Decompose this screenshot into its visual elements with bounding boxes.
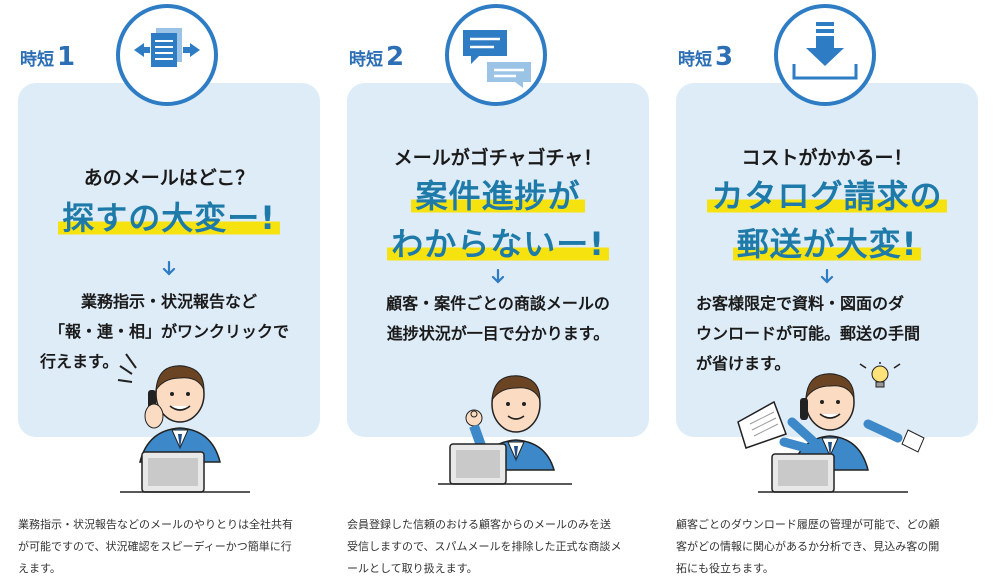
badge-number: 1 (57, 42, 76, 72)
description-line: えます。 (18, 562, 61, 575)
badge-number: 2 (386, 42, 405, 72)
badge-label: 時短 (20, 50, 54, 70)
description-line: 拓にも役立ちます。 (676, 562, 774, 575)
headline-small: メールがゴチャゴチャ！ (393, 147, 603, 169)
benefit-line: ウンロードが可能。郵送の手間 (696, 324, 921, 343)
description-line: 業務指示・状況報告などのメールのやりとりは全社共有 (18, 518, 293, 531)
headline-big-line-2: わからないー! (347, 219, 649, 265)
headline-small: あのメールはどこ？ (83, 167, 255, 189)
description-line: 受信しますので、スパムメールを排除した正式な商談メ (347, 540, 622, 553)
headline-big: 探すの大変ー! (58, 193, 280, 239)
description-line: 会員登録した信頼のおける顧客からのメールのみを送 (347, 518, 611, 531)
headline-big-line-1: 探すの大変ー! (18, 193, 320, 239)
headline-big-line-1: 案件進捗が (347, 171, 649, 217)
chat-bubbles-icon (445, 4, 547, 106)
badge-label: 時短 (678, 50, 712, 70)
headline-big-line-1: カタログ請求の (676, 171, 978, 217)
feature-card-2: メールがゴチャゴチャ！ 案件進捗が わからないー! 顧客・案件ごとの商談メールの… (347, 83, 649, 437)
busy-businessman-illustration (737, 362, 925, 493)
headline-small: コストがかかるー！ (741, 147, 913, 169)
description-line: が可能ですので、状況確認をスピーディーかつ簡単に行 (18, 540, 292, 553)
description-line: 顧客ごとのダウンロード履歴の管理が可能で、どの顧 (676, 518, 940, 531)
headline-big: カタログ請求の (707, 171, 947, 217)
benefit-line: 行えます。 (40, 352, 119, 371)
benefit-text: 業務指示・状況報告など 「報・連・相」がワンクリックで 行えます。 (18, 287, 320, 377)
benefit-line: 進捗状況が一目で分かります。 (386, 324, 610, 343)
description-line: 客がどの情報に関心があるか分析でき、見込み客の開 (676, 540, 940, 553)
badge-label: 時短 (349, 50, 383, 70)
benefit-line: が省けます。 (696, 354, 791, 373)
headline-big: 案件進捗が (411, 171, 585, 217)
down-arrow-icon (676, 268, 978, 289)
feature-description-1: 業務指示・状況報告などのメールのやりとりは全社共有 が可能ですので、状況確認をス… (18, 514, 330, 580)
feature-description-3: 顧客ごとのダウンロード履歴の管理が可能で、どの顧 客がどの情報に関心があるか分析… (676, 514, 988, 580)
document-transfer-icon (116, 4, 218, 106)
benefit-text: お客様限定で資料・図面のダ ウンロードが可能。郵送の手間 が省けます。 (676, 289, 978, 379)
benefit-line: お客様限定で資料・図面のダ (696, 294, 905, 313)
headline-big: わからないー! (387, 219, 609, 265)
badge-number: 3 (715, 42, 734, 72)
businessman-ok-sign-illustration (438, 375, 572, 485)
headline-big: 郵送が大変! (732, 219, 922, 265)
feature-description-2: 会員登録した信頼のおける顧客からのメールのみを送 受信しますので、スパムメールを… (347, 514, 659, 580)
download-icon (774, 4, 876, 106)
headline-big-line-2: 郵送が大変! (676, 219, 978, 265)
description-line: ールとして取り扱えます。 (347, 562, 478, 575)
down-arrow-icon (18, 260, 320, 281)
down-arrow-icon (347, 268, 649, 289)
benefit-line: 顧客・案件ごとの商談メールの (386, 294, 610, 313)
businessman-phone-illustration (117, 353, 250, 493)
benefit-text: 顧客・案件ごとの商談メールの 進捗状況が一目で分かります。 (347, 289, 649, 349)
benefit-line: 業務指示・状況報告など (80, 292, 257, 311)
benefit-line: 「報・連・相」がワンクリックで (48, 322, 289, 341)
